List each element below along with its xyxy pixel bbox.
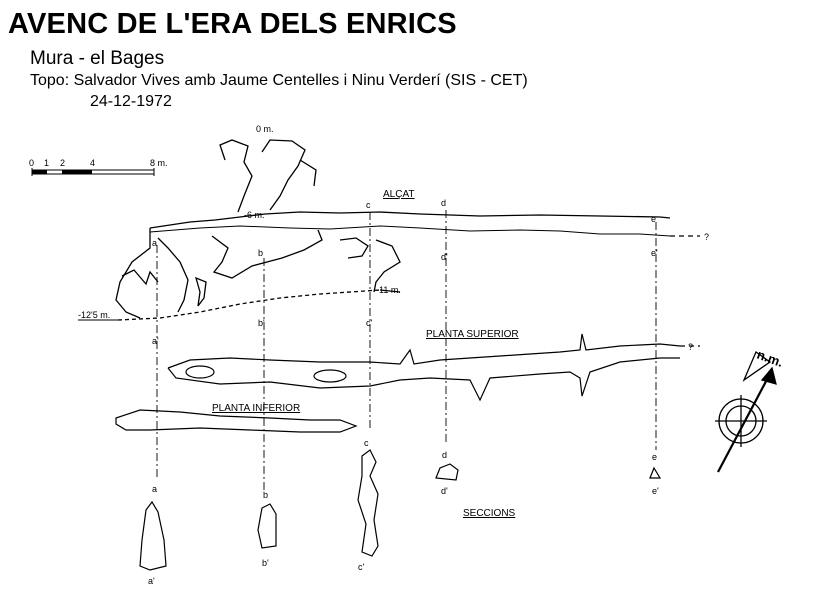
section-b-prime-label: b' [262,558,269,568]
elevation-heading: ALÇAT [383,189,415,200]
section-b-label: b [263,490,268,500]
section-a-label: a [152,484,157,494]
section-e-top: e [651,214,656,224]
scale-tick-8: 8 m. [150,158,168,168]
lower-plan [115,409,358,433]
depth-12-label: -12'5 m. [78,310,110,320]
section-a-prime-label: a' [148,576,155,586]
upper-plan [167,333,700,402]
sections-heading: SECCIONS [463,508,516,519]
section-c-label: c [364,438,369,448]
scale-tick-2: 2 [60,158,65,168]
survey-date: 24-12-1972 [90,93,172,110]
cave-title: AVENC DE L'ERA DELS ENRICS [8,8,457,40]
depth-11-label: -11 m. [376,285,401,295]
section-b-top: b [258,248,263,258]
section-e-label: e [652,452,657,462]
section-d-top: d [441,198,446,208]
cave-location: Mura - el Bages [30,48,165,69]
entrance-depth-label: 0 m. [256,124,274,134]
north-label: n.m. [755,347,785,370]
scale-bar: 0 1 2 4 8 m. [29,158,168,176]
section-c-top: c [366,200,371,210]
north-compass-icon [715,351,777,473]
survey-credits: Topo: Salvador Vives amb Jaume Centelles… [30,72,528,89]
unknown-continuation-elevation: ? [704,232,709,242]
lower-plan-heading: PLANTA INFERIOR [212,403,300,414]
upper-plan-heading: PLANTA SUPERIOR [426,329,519,340]
section-d-prime-label: d' [441,486,448,496]
scale-tick-4: 4 [90,158,95,168]
elevation-profile [115,139,700,321]
section-e-prime-top: e' [651,248,658,258]
depth-6-label: -6 m. [244,210,265,220]
section-a-top: a [152,238,157,248]
section-d-prime-top: d' [441,252,448,262]
scale-tick-1: 1 [44,158,49,168]
section-c-prime-label: c' [358,562,365,572]
section-a-prime-top: a' [152,336,159,346]
section-c-prime-top: c' [366,318,373,328]
section-d-label: d [442,450,447,460]
unknown-continuation-plan: ? [688,342,693,352]
section-lines [156,210,657,490]
section-e-prime-label: e' [652,486,659,496]
scale-tick-0: 0 [29,158,34,168]
section-b-prime-top: b' [258,318,265,328]
cross-sections [139,449,662,571]
